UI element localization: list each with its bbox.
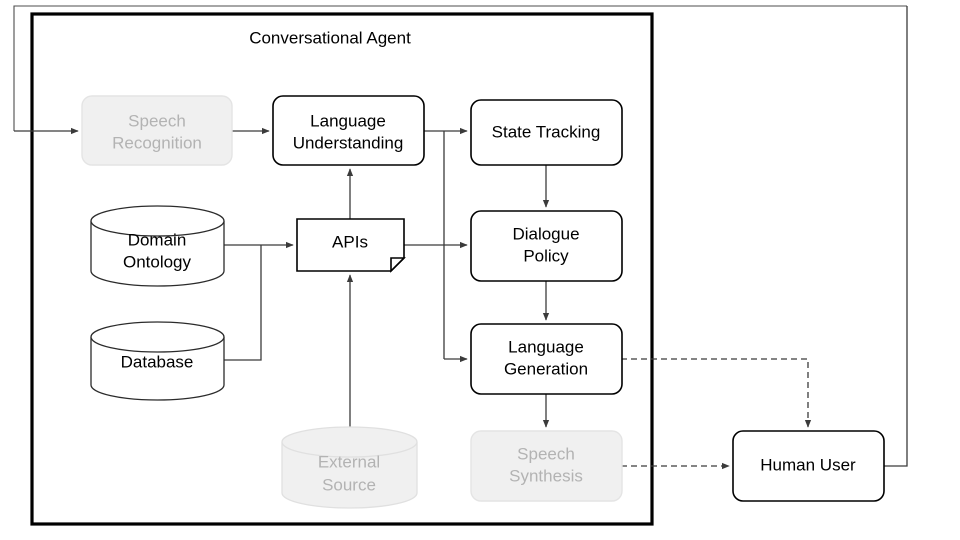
conversational-agent-container <box>30 12 654 526</box>
node-apis[interactable]: APIs <box>296 218 406 273</box>
node-speech-recognition[interactable]: Speech Recognition <box>81 95 233 166</box>
speech-synthesis-label-line2: Synthesis <box>509 466 583 485</box>
apis-label: APIs <box>332 232 368 251</box>
language-understanding-label-line2: Understanding <box>293 133 404 152</box>
dialogue-policy-label-line2: Policy <box>523 246 569 265</box>
domain-ontology-label-line2: Ontology <box>123 252 192 271</box>
language-generation-box[interactable] <box>470 323 623 395</box>
state-tracking-label-line1: State Tracking <box>492 122 601 141</box>
edge-language-generation-to-human-user <box>621 358 812 428</box>
dialogue-policy-box[interactable] <box>470 210 623 282</box>
language-understanding-box[interactable] <box>272 95 425 166</box>
edge-human-user-to-outer <box>884 6 908 467</box>
speech-synthesis-box[interactable] <box>470 430 623 502</box>
outer-feedback-boundary <box>13 5 907 131</box>
database-cylinder-top <box>90 336 225 353</box>
node-state-tracking[interactable]: State Tracking <box>470 99 623 166</box>
edge-database-to-apis <box>224 245 262 361</box>
language-understanding-label-line1: Language <box>310 111 386 130</box>
node-language-generation[interactable]: Language Generation <box>470 323 623 395</box>
diagram-title: Conversational Agent <box>249 28 411 47</box>
node-dialogue-policy[interactable]: Dialogue Policy <box>470 210 623 282</box>
speech-synthesis-label-line1: Speech <box>517 444 575 463</box>
external-source-label-line1: External <box>318 452 380 471</box>
domain-ontology-label-line1: Domain <box>128 230 187 249</box>
external-source-label-line2: Source <box>322 475 376 494</box>
apis-folded-corner-icon <box>390 257 406 273</box>
language-generation-label-line1: Language <box>508 337 584 356</box>
speech-recognition-label-line2: Recognition <box>112 133 202 152</box>
node-speech-synthesis[interactable]: Speech Synthesis <box>470 430 623 502</box>
node-language-understanding[interactable]: Language Understanding <box>272 95 425 166</box>
language-generation-label-line2: Generation <box>504 359 588 378</box>
external-source-cylinder-top <box>281 441 418 458</box>
state-tracking-box[interactable] <box>470 99 623 166</box>
speech-recognition-label-line1: Speech <box>128 111 186 130</box>
node-database[interactable]: Database <box>90 321 225 401</box>
node-human-user[interactable]: Human User <box>732 430 885 502</box>
dialogue-policy-label-line1: Dialogue <box>512 224 579 243</box>
speech-recognition-box[interactable] <box>81 95 233 166</box>
human-user-box[interactable] <box>732 430 885 502</box>
node-domain-ontology[interactable]: Domain Ontology <box>90 205 225 287</box>
database-label: Database <box>121 352 194 371</box>
human-user-label: Human User <box>760 455 856 474</box>
node-external-source[interactable]: External Source <box>281 426 418 509</box>
domain-ontology-cylinder-top <box>90 220 225 237</box>
